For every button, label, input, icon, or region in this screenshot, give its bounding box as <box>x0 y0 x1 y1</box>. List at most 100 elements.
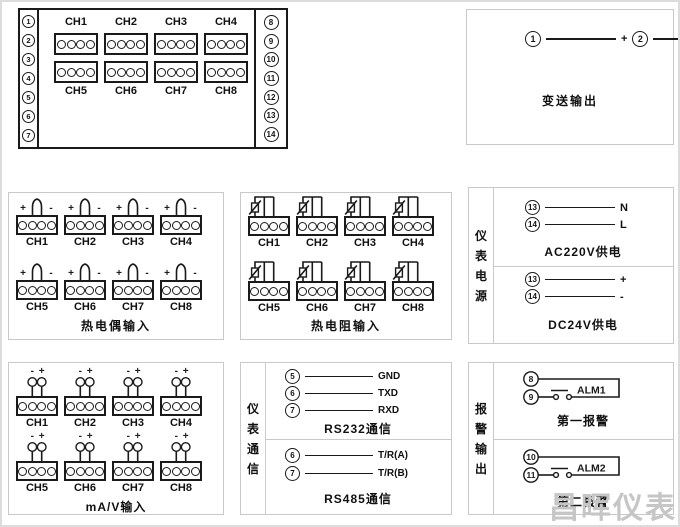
brand-watermark: 昌晖仪表 <box>549 492 677 525</box>
alarm-panel: 报警输出 8 9 ALM1 第一报警 10 11 ALM2 <box>468 362 674 515</box>
mav-symbol: - + <box>75 366 95 396</box>
thermocouple-channel: + - CH2 <box>64 198 106 248</box>
mav-input-panel: - + CH1 - + CH2 <box>8 362 224 515</box>
terminal-hole <box>27 466 37 476</box>
terminal-row: 6 TXD <box>285 386 398 401</box>
channel-label: CH2 <box>114 16 137 28</box>
terminal-hole <box>116 39 126 49</box>
terminal-hole <box>190 285 200 295</box>
terminal-hole <box>94 466 104 476</box>
terminal-box <box>392 281 434 301</box>
channel-label: CH5 <box>25 482 48 494</box>
terminal-hole <box>133 285 143 295</box>
thermocouple-channel: + - CH4 <box>160 198 202 248</box>
panel-title: mA/V输入 <box>85 500 147 514</box>
terminal-hole <box>374 286 384 296</box>
comm-panel: 仪表通信 5 GND 6 TXD 7 RXD RS232通信 6 T/R(A) <box>240 362 452 515</box>
terminal-hole <box>76 67 86 77</box>
section-divider <box>265 439 451 440</box>
terminal-row: 7 T/R(B) <box>285 466 408 481</box>
terminal-box <box>204 61 248 83</box>
terminal-hole <box>142 466 152 476</box>
wire <box>546 38 616 40</box>
terminal-row: 2 - <box>632 31 680 47</box>
terminal-circle: 4 <box>22 72 35 85</box>
channel-label: CH1 <box>25 236 48 248</box>
svg-text:-: - <box>193 203 196 214</box>
terminal-hole <box>18 285 28 295</box>
terminal-hole <box>365 221 375 231</box>
mav-channel: - + CH4 <box>160 366 202 429</box>
terminal-hole <box>86 39 96 49</box>
svg-text:+: + <box>116 203 122 214</box>
channel-label: CH6 <box>114 85 137 97</box>
terminal-box <box>154 33 198 55</box>
svg-text:-: - <box>175 431 178 442</box>
terminal-hole <box>18 220 28 230</box>
terminal-hole <box>355 221 365 231</box>
rtd-channel: CH8 <box>392 260 434 314</box>
terminal-hole <box>27 285 37 295</box>
terminal-hole <box>326 286 336 296</box>
terminal-hole <box>66 67 76 77</box>
terminal-hole <box>413 286 423 296</box>
svg-text:-: - <box>175 366 178 377</box>
terminal-hole <box>94 220 104 230</box>
svg-text:8: 8 <box>529 374 534 384</box>
terminal-hole <box>114 466 124 476</box>
terminal-hole <box>18 466 28 476</box>
terminal-hole <box>206 67 216 77</box>
panel-title: 变送输出 <box>541 94 598 108</box>
svg-text:+: + <box>164 203 170 214</box>
thermocouple-symbol: + - <box>68 198 101 215</box>
channel-label: CH1 <box>64 16 87 28</box>
channel-label: CH2 <box>73 417 96 429</box>
terminal-hole <box>142 285 152 295</box>
rtd-channel: CH1 <box>248 195 290 249</box>
svg-text:+: + <box>183 366 189 377</box>
terminal-hole <box>116 67 126 77</box>
terminal-hole <box>250 286 260 296</box>
rtd-symbol <box>344 196 371 216</box>
channel-label: CH6 <box>73 301 96 313</box>
terminal-box <box>248 216 290 236</box>
terminal-hole <box>181 401 191 411</box>
terminal-hole <box>76 39 86 49</box>
terminal-circle: 7 <box>285 466 300 481</box>
channel-label: CH5 <box>257 302 280 314</box>
terminal-hole <box>176 39 186 49</box>
terminal-hole <box>422 221 432 231</box>
terminal-box <box>248 281 290 301</box>
terminal-hole <box>186 39 196 49</box>
terminal-hole <box>126 39 136 49</box>
channel-label: CH4 <box>401 237 424 249</box>
terminal-hole <box>114 220 124 230</box>
svg-text:9: 9 <box>529 392 534 402</box>
terminal-box <box>64 461 106 481</box>
thermocouple-channel: + - CH7 <box>112 263 154 313</box>
terminal-hole <box>413 221 423 231</box>
terminal-circle: 11 <box>263 70 279 86</box>
terminal-hole <box>236 67 246 77</box>
channel-label: CH2 <box>305 237 328 249</box>
terminal-circle: 14 <box>525 217 540 232</box>
thermocouple-channel: + - CH5 <box>16 263 58 313</box>
wire <box>545 278 615 281</box>
panel-title: 热电偶输入 <box>80 319 151 333</box>
section-title: AC220V供电 <box>544 245 622 259</box>
svg-text:+: + <box>164 268 170 279</box>
terminal-hole <box>374 221 384 231</box>
terminal-hole <box>85 285 95 295</box>
channel-label: CH7 <box>121 301 144 313</box>
channel-label: CH8 <box>401 302 424 314</box>
terminal-hole <box>106 67 116 77</box>
terminal-circle: 14 <box>263 126 279 142</box>
svg-text:-: - <box>97 268 100 279</box>
terminal-row: 1 + <box>525 31 627 47</box>
svg-text:-: - <box>145 268 148 279</box>
svg-text:-: - <box>193 268 196 279</box>
signal-label: TXD <box>378 388 398 399</box>
terminal-hole <box>106 39 116 49</box>
